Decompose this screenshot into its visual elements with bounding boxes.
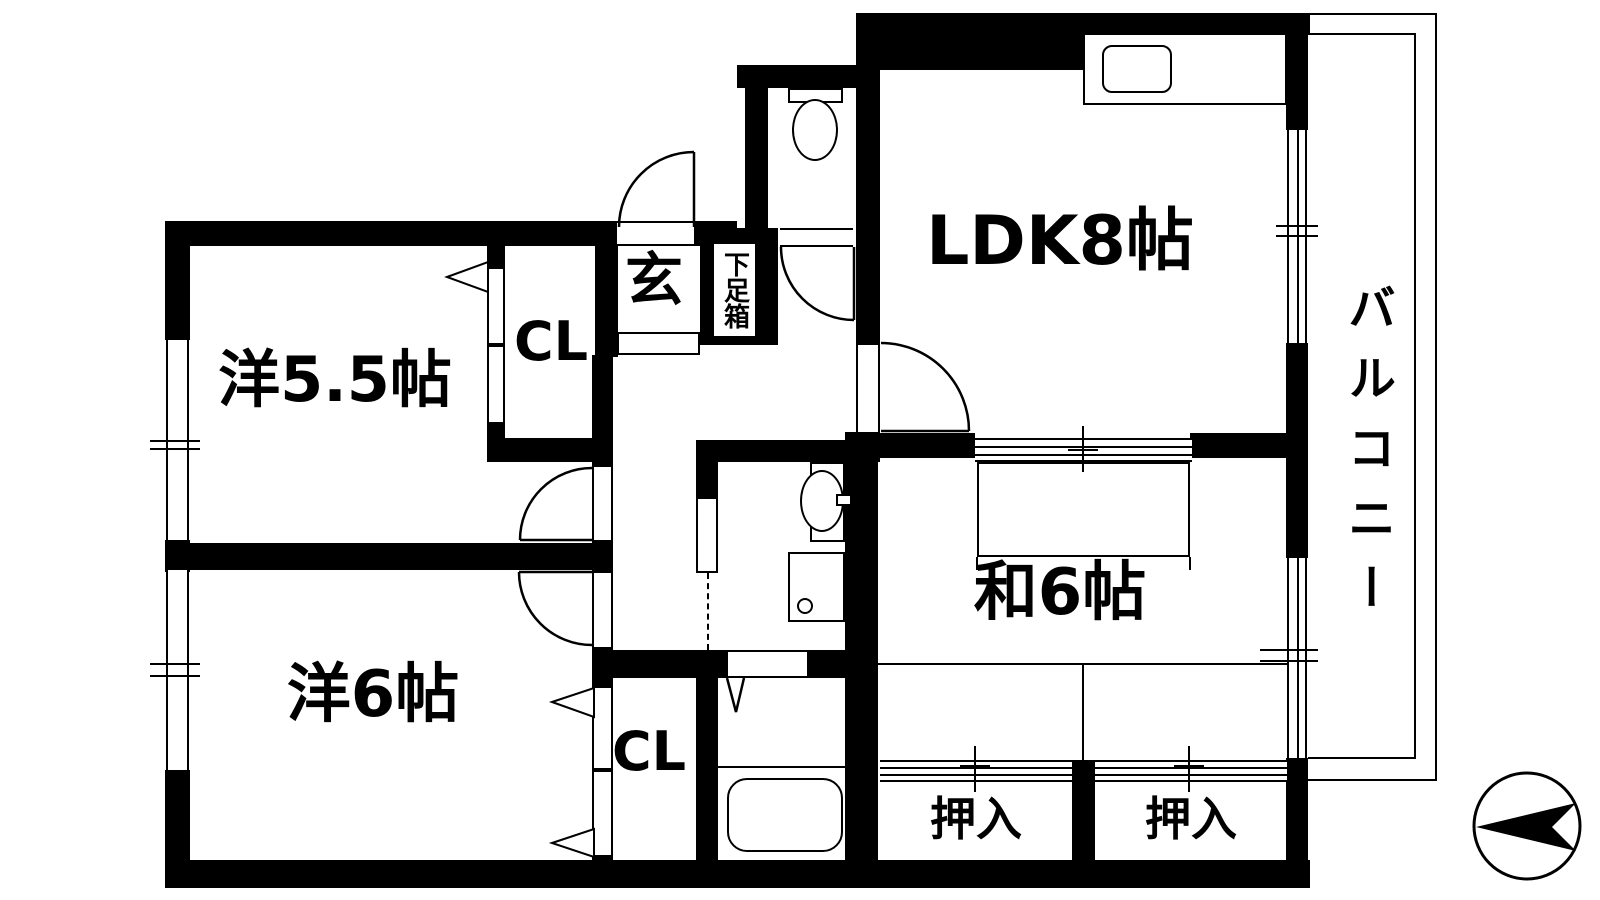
wall	[696, 678, 718, 860]
washing-machine-drain	[797, 598, 813, 614]
sliding-door-arrow-icon	[444, 260, 489, 294]
tatami-line	[976, 557, 978, 570]
window-glass-line	[1297, 130, 1299, 343]
wall	[165, 770, 190, 888]
closet-top-panel	[487, 345, 505, 424]
tatami-line	[878, 663, 1287, 665]
door-arc-western6	[517, 571, 593, 647]
room-label-japanese6: 和6帖	[973, 556, 1147, 630]
north-arrow-icon	[1476, 803, 1576, 851]
tatami-line	[977, 462, 1190, 557]
wall	[165, 543, 613, 570]
bathroom-divider-line	[718, 766, 845, 768]
door-arc-toilet	[779, 246, 855, 322]
room-label-ldk: LDK8帖	[926, 202, 1194, 281]
wall	[1286, 343, 1308, 558]
wall	[165, 221, 190, 340]
bathroom-doorway	[728, 650, 807, 678]
entrance-label: 玄	[624, 246, 683, 314]
balcony-outline-outer	[1308, 13, 1437, 781]
shoe-box-label: 下足箱	[719, 251, 750, 329]
entrance-doorway	[617, 221, 694, 246]
window-glass-line	[1297, 558, 1299, 758]
folding-door-icon	[725, 677, 746, 713]
closet-top-label: CL	[513, 310, 589, 373]
wall	[487, 245, 505, 267]
wall	[487, 438, 613, 462]
door-arc-ldk	[880, 341, 971, 432]
washing-machine	[788, 552, 845, 622]
toilet-doorway	[780, 228, 853, 247]
ldk-doorway	[856, 345, 880, 432]
entrance-step	[617, 332, 700, 355]
closet-bottom-label: CL	[611, 720, 687, 783]
window-japanese-balcony	[1287, 558, 1307, 758]
room-label-western55: 洋5.5帖	[218, 343, 452, 416]
wall	[1286, 13, 1308, 130]
window-western6	[166, 570, 189, 770]
compass-circle	[1472, 771, 1582, 881]
window-ldk-balcony	[1287, 130, 1307, 343]
wall	[856, 13, 1310, 35]
toilet-bowl	[792, 99, 838, 161]
shoe-box: 下足箱	[712, 242, 757, 338]
bathtub	[727, 778, 843, 852]
wall	[165, 860, 1310, 888]
wall	[487, 424, 505, 440]
oshiire-right-sliding-door	[1095, 760, 1287, 782]
oshiire-left-label: 押入	[930, 792, 1022, 846]
western55-doorway	[592, 467, 613, 540]
wall	[592, 540, 613, 573]
wall	[1072, 760, 1095, 860]
sliding-door-track	[707, 573, 709, 650]
oshiire-right-label: 押入	[1145, 792, 1237, 846]
sliding-door-arrow-icon	[548, 827, 595, 859]
wall	[1286, 758, 1308, 888]
tatami-line	[1189, 557, 1191, 570]
wall	[737, 65, 880, 88]
room-label-western6: 洋6帖	[286, 658, 460, 732]
kitchen-wall-block	[856, 35, 1083, 70]
closet-bottom-panel	[592, 770, 613, 857]
kitchen-sink	[1102, 45, 1172, 93]
wall	[856, 13, 880, 345]
compass-icon	[1472, 771, 1582, 881]
wall	[845, 432, 878, 888]
oshiire-left-sliding-door	[880, 760, 1072, 782]
closet-bottom-panel	[592, 686, 613, 770]
wall	[595, 221, 618, 357]
washbasin-faucet	[836, 494, 852, 506]
ldk-japanese-sliding-door	[975, 438, 1192, 462]
door-arc-western55	[518, 466, 593, 541]
wall	[592, 857, 613, 867]
western6-doorway	[592, 573, 613, 647]
balcony-outline-inner	[1308, 33, 1416, 759]
room-label-balcony: バルコニー	[1339, 283, 1395, 633]
washroom-pocket-door	[696, 497, 718, 573]
wall	[745, 65, 768, 228]
tatami-line	[1082, 663, 1084, 760]
wall	[696, 440, 878, 462]
door-arc-entrance	[617, 150, 695, 228]
washroom-sliding-door	[696, 573, 718, 650]
closet-top-panel	[487, 267, 505, 345]
